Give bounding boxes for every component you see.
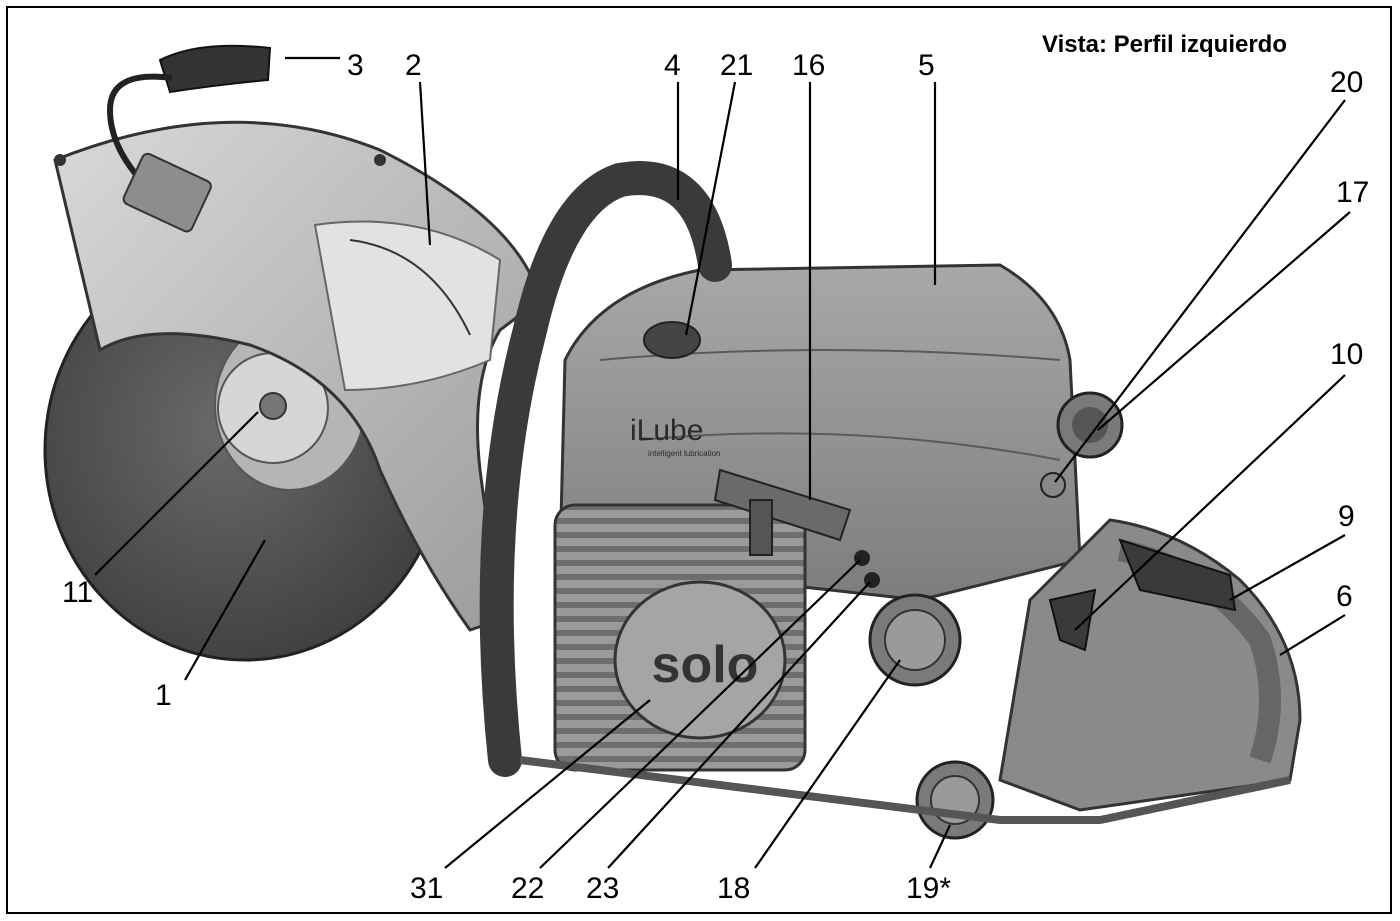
water-connector bbox=[122, 152, 212, 233]
ilube-subtitle: intelligent lubrication bbox=[648, 449, 721, 458]
leader-17 bbox=[1097, 211, 1351, 431]
callout-1: 1 bbox=[155, 679, 172, 712]
leader-18 bbox=[754, 659, 901, 869]
guard-label bbox=[313, 220, 502, 392]
throttle-trigger bbox=[1048, 588, 1097, 652]
water-hose bbox=[106, 73, 173, 193]
callout-11: 11 bbox=[62, 576, 93, 609]
callout-21: 21 bbox=[720, 49, 753, 82]
rotation-arrow bbox=[349, 239, 471, 336]
callout-22: 22 bbox=[511, 872, 544, 905]
leader-6 bbox=[1279, 614, 1346, 656]
ilube-switch bbox=[643, 321, 701, 359]
spindle-nut bbox=[259, 392, 287, 420]
leader-11 bbox=[94, 411, 259, 576]
solo-logo-text: solo bbox=[652, 636, 759, 694]
callout-18: 18 bbox=[717, 872, 750, 905]
guard-handle bbox=[158, 44, 272, 94]
callout-17: 17 bbox=[1336, 176, 1369, 209]
callout-20: 20 bbox=[1330, 66, 1363, 99]
leader-21 bbox=[684, 81, 737, 336]
leader-lines bbox=[94, 56, 1351, 869]
callout-4: 4 bbox=[664, 49, 681, 82]
leader-22 bbox=[539, 559, 861, 869]
starter-grip bbox=[713, 468, 852, 542]
leader-9 bbox=[1229, 534, 1346, 601]
callout-31: 31 bbox=[410, 872, 443, 905]
saw-illustration: solo iLube intelligent lubrication bbox=[43, 44, 1302, 840]
callout-6: 6 bbox=[1336, 580, 1353, 613]
callout-23: 23 bbox=[586, 872, 619, 905]
leader-10 bbox=[1074, 374, 1346, 631]
callout-labels: 1 2 3 4 5 6 9 10 11 16 17 18 19* 20 21 2… bbox=[62, 49, 1369, 905]
callout-16: 16 bbox=[792, 49, 825, 82]
choke-lever bbox=[1040, 472, 1066, 498]
callout-19: 19* bbox=[906, 872, 951, 905]
callout-5: 5 bbox=[918, 49, 935, 82]
view-title: Vista: Perfil izquierdo bbox=[1042, 31, 1287, 58]
leader-1 bbox=[184, 539, 266, 681]
callout-9: 9 bbox=[1338, 500, 1355, 533]
front-handle-bar bbox=[479, 161, 732, 777]
callout-10: 10 bbox=[1330, 338, 1363, 371]
throttle-lock bbox=[1118, 538, 1237, 612]
ilube-logo-text: iLube bbox=[630, 414, 703, 447]
callout-2: 2 bbox=[405, 49, 422, 82]
leader-2 bbox=[418, 81, 432, 246]
leader-31 bbox=[444, 699, 651, 869]
callout-3: 3 bbox=[347, 49, 364, 82]
solo-badge bbox=[613, 580, 787, 740]
leader-19 bbox=[929, 824, 951, 869]
leader-20 bbox=[1054, 99, 1346, 483]
leader-23 bbox=[607, 581, 871, 869]
